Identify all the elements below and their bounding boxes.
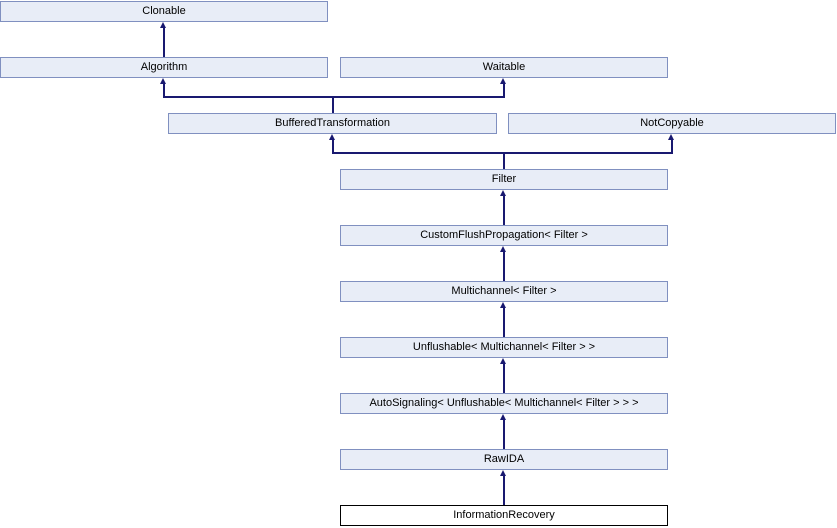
class-node-customflushpropagation[interactable]: CustomFlushPropagation< Filter > (340, 225, 668, 246)
class-node-unflushable[interactable]: Unflushable< Multichannel< Filter > > (340, 337, 668, 358)
arrow-line-vertical (332, 96, 334, 113)
arrow-line-vertical (503, 83, 505, 97)
class-node-multichannel[interactable]: Multichannel< Filter > (340, 281, 668, 302)
class-node-clonable[interactable]: Clonable (0, 1, 328, 22)
arrow-line-horizontal (163, 96, 505, 98)
arrow-head (160, 78, 166, 84)
arrow-line-vertical (503, 475, 505, 505)
arrow-head (668, 134, 674, 140)
class-node-rawida[interactable]: RawIDA (340, 449, 668, 470)
class-node-algorithm[interactable]: Algorithm (0, 57, 328, 78)
class-node-autosignaling[interactable]: AutoSignaling< Unflushable< Multichannel… (340, 393, 668, 414)
class-node-waitable[interactable]: Waitable (340, 57, 668, 78)
arrow-line-vertical (332, 139, 334, 153)
class-node-informationrecovery: InformationRecovery (340, 505, 668, 526)
arrow-head (500, 470, 506, 476)
arrow-line-vertical (503, 307, 505, 337)
class-node-filter[interactable]: Filter (340, 169, 668, 190)
arrow-head (500, 78, 506, 84)
arrow-head (329, 134, 335, 140)
arrow-head (500, 302, 506, 308)
class-node-bufferedtransformation[interactable]: BufferedTransformation (168, 113, 497, 134)
arrow-head (500, 190, 506, 196)
arrow-line-vertical (671, 139, 673, 153)
arrow-head (500, 414, 506, 420)
class-node-notcopyable[interactable]: NotCopyable (508, 113, 836, 134)
arrow-line-vertical (503, 152, 505, 169)
arrow-line-vertical (503, 251, 505, 281)
arrow-line-horizontal (332, 152, 673, 154)
arrow-line-vertical (163, 83, 165, 97)
arrow-line-vertical (503, 363, 505, 393)
arrow-head (500, 358, 506, 364)
arrow-line-vertical (163, 27, 165, 57)
arrow-line-vertical (503, 195, 505, 225)
arrow-head (500, 246, 506, 252)
arrow-head (160, 22, 166, 28)
arrow-line-vertical (503, 419, 505, 449)
